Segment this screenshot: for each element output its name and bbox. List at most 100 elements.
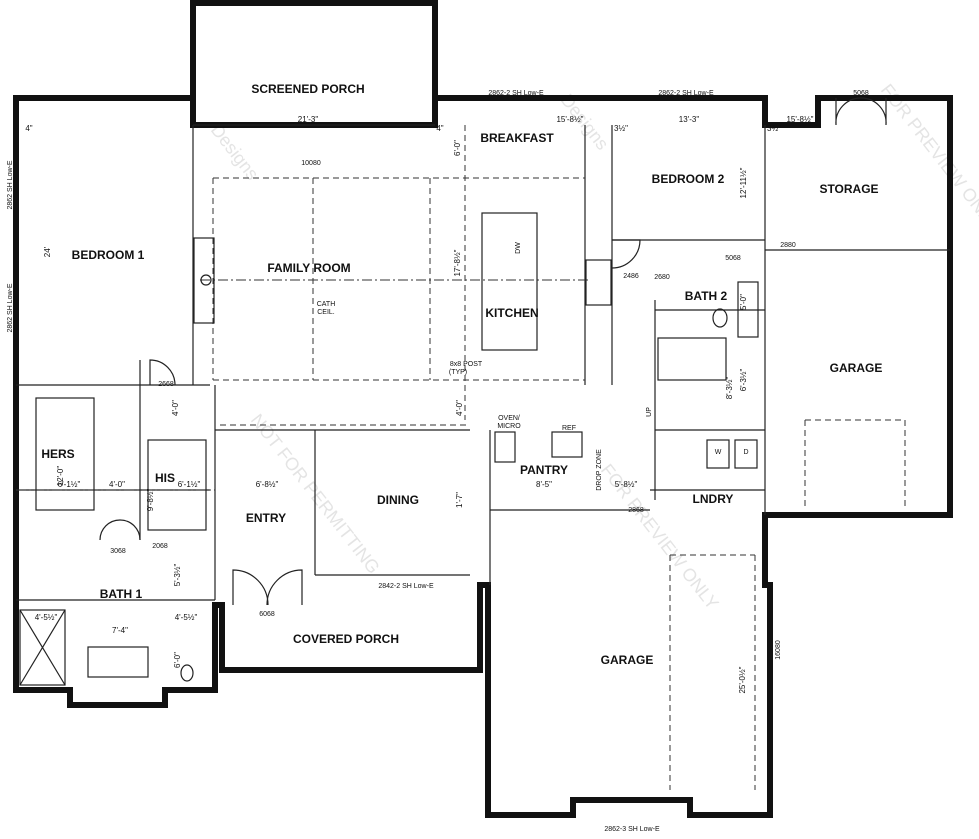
cooktop xyxy=(585,259,612,306)
dim-his-width: 6'-1½" xyxy=(178,480,201,489)
note-ceil: CEIL. xyxy=(317,309,335,316)
fixtures xyxy=(19,212,759,686)
shower xyxy=(19,609,66,686)
dim-his-gap: 4'-0" xyxy=(109,480,125,489)
dim-bath1-d1: 4'-5½" xyxy=(35,613,58,622)
interior-walls xyxy=(16,125,950,601)
dim-entry-width: 6'-8½" xyxy=(256,480,279,489)
note-dw: DW xyxy=(515,242,522,254)
dim-breakfast-width: 15'-8½" xyxy=(556,115,583,124)
watermark: Designs xyxy=(207,120,263,184)
room-label-hers: HERS xyxy=(41,447,74,461)
ceiling-lines xyxy=(16,125,906,790)
room-label-his: HIS xyxy=(155,471,175,485)
dim-his-depth: 9'-8½" xyxy=(146,489,155,512)
dim-garage-depth: 25'-0½" xyxy=(738,666,747,693)
room-label-garage-bottom: GARAGE xyxy=(601,653,654,667)
dim-kitchen-depth: 17'-8½" xyxy=(453,249,462,276)
dimensions: 21'-3" 15'-8½" 13'-3" 15'-8½" 12'-11½" 1… xyxy=(25,115,813,694)
closet-shelf-his xyxy=(147,439,207,531)
tag-door: 2868 xyxy=(628,507,644,514)
room-label-garage-right: GARAGE xyxy=(830,361,883,375)
note-post: 8x8 POST xyxy=(450,361,483,368)
dim-6-0: 6'-0" xyxy=(453,140,462,156)
dim-dining-offset: 1'-7" xyxy=(455,492,464,508)
bath2-tub xyxy=(737,281,759,338)
note-ref: REF xyxy=(562,425,576,432)
room-label-storage: STORAGE xyxy=(819,182,878,196)
tag-window: 2842-2 SH Low-E xyxy=(378,583,434,590)
walls xyxy=(13,0,953,818)
dim-bed1-height: 24' xyxy=(43,246,52,257)
dim-bath1-d2: 4'-5½" xyxy=(175,613,198,622)
dim-bed2-depth: 12'-11½" xyxy=(739,167,748,198)
refrigerator xyxy=(551,431,583,458)
tag-window: 5068 xyxy=(853,90,869,97)
room-label-breakfast: BREAKFAST xyxy=(480,131,554,145)
dim-4: 4" xyxy=(436,124,443,133)
dim-bath1-width: 7'-4" xyxy=(112,626,128,635)
dryer xyxy=(734,439,758,469)
room-label-bedroom2: BEDROOM 2 xyxy=(652,172,725,186)
dim-4-0: 4'-0" xyxy=(455,400,464,416)
dim-hers-width: 6'-1½" xyxy=(58,480,81,489)
window-tags: 10080 2862-2 SH Low-E 2862-2 SH Low-E 50… xyxy=(7,90,869,833)
dim-porch-width: 21'-3" xyxy=(298,115,319,124)
note-micro: MICRO xyxy=(497,423,521,430)
note-washer: W xyxy=(715,449,722,456)
dim-lndry-w2: 6'-3½" xyxy=(739,369,748,392)
room-label-bath1: BATH 1 xyxy=(100,587,143,601)
tag-door: 3068 xyxy=(110,548,126,555)
fireplace xyxy=(193,237,215,324)
notes: CATH CEIL. 8x8 POST (TYP) OVEN/ MICRO RE… xyxy=(317,242,749,456)
watermark: FOR PREVIEW ONLY xyxy=(877,80,979,233)
tag-window: 10080 xyxy=(301,160,321,167)
dim-storage-width: 15'-8½" xyxy=(786,115,813,124)
room-label-drop-zone: DROP ZONE xyxy=(596,449,603,491)
tag-door: 16080 xyxy=(775,640,782,660)
tag-door: 2068 xyxy=(152,543,168,550)
toilet xyxy=(712,308,728,328)
room-label-dining: DINING xyxy=(377,493,419,507)
dim-4: 4" xyxy=(25,124,32,133)
dim-bath2-d2: 8'-3½" xyxy=(725,377,734,400)
dim-bath1-d4: 6'-0" xyxy=(173,652,182,668)
room-label-family-room: FAMILY ROOM xyxy=(267,261,350,275)
bathtub xyxy=(87,646,149,678)
kitchen-island xyxy=(481,212,538,351)
washer xyxy=(706,439,730,469)
dim-4-0: 4'-0" xyxy=(171,400,180,416)
note-dryer: D xyxy=(743,449,748,456)
room-label-bedroom1: BEDROOM 1 xyxy=(72,248,145,262)
tag-door: 5068 xyxy=(725,255,741,262)
fireplace-icon xyxy=(200,274,212,286)
closet-shelf-hers xyxy=(35,397,95,511)
room-label-lndry: LNDRY xyxy=(693,492,734,506)
tag-door: 2486 xyxy=(623,273,639,280)
room-label-entry: ENTRY xyxy=(246,511,286,525)
dim-bath1-d3: 5'-3½" xyxy=(173,564,182,587)
room-label-kitchen: KITCHEN xyxy=(485,306,538,320)
room-labels: SCREENED PORCH BREAKFAST BEDROOM 2 STORA… xyxy=(41,82,882,667)
tag-window: 2862 SH Low-E xyxy=(7,160,14,209)
dim-bed2-width: 13'-3" xyxy=(679,115,700,124)
room-label-screened-porch: SCREENED PORCH xyxy=(251,82,364,96)
room-label-covered-porch: COVERED PORCH xyxy=(293,632,399,646)
oven-micro xyxy=(494,431,516,463)
stair xyxy=(657,337,727,381)
dim-lndry-width: 5'-8½" xyxy=(615,480,638,489)
tag-window: 2862-2 SH Low-E xyxy=(488,90,544,97)
tag-window: 2862-2 SH Low-E xyxy=(658,90,714,97)
note-oven: OVEN/ xyxy=(498,415,520,422)
doors xyxy=(99,97,887,606)
toilet-bath1 xyxy=(180,664,194,682)
note-cath: CATH xyxy=(317,301,336,308)
dim-pantry-width: 8'-5" xyxy=(536,480,552,489)
note-post-typ: (TYP) xyxy=(449,369,467,376)
tag-window: 2862-3 SH Low-E xyxy=(604,826,660,833)
note-up: UP xyxy=(646,407,653,417)
dim-3half: 3½" xyxy=(614,124,628,133)
dim-bath2-d1: 5'-0" xyxy=(739,294,748,310)
tag-door: 2880 xyxy=(780,242,796,249)
